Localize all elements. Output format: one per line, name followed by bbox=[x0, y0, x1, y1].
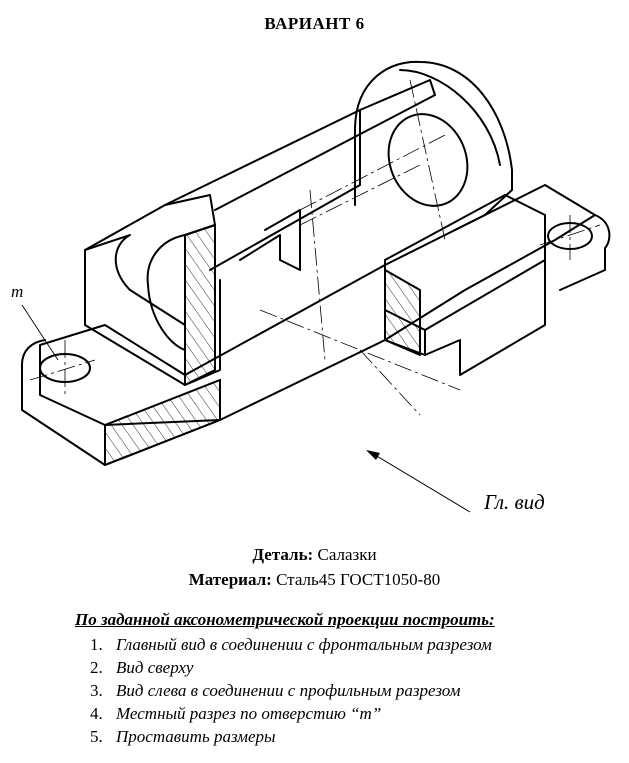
task-steps: 1.Главный вид в соединении с фронтальным… bbox=[90, 633, 492, 748]
list-item: 2.Вид сверху bbox=[90, 658, 194, 677]
part-line: Деталь: Салазки bbox=[0, 545, 629, 565]
main-view-label: Гл. вид bbox=[484, 490, 545, 514]
isometric-drawing bbox=[21, 60, 611, 513]
hole-m-label: m bbox=[11, 282, 24, 301]
front-section-hatch bbox=[104, 379, 221, 466]
material-label: Материал: bbox=[188, 570, 272, 589]
rear-rail bbox=[164, 79, 436, 211]
base-plate-top bbox=[39, 184, 596, 426]
page-title: ВАРИАНТ 6 bbox=[264, 14, 365, 33]
list-item: 4.Местный разрез по отверстию “m” bbox=[90, 704, 382, 723]
task-heading: По заданной аксонометрической проекции п… bbox=[75, 610, 495, 629]
left-block bbox=[84, 234, 186, 386]
left-section-hatch bbox=[184, 224, 216, 386]
right-section-hatch bbox=[384, 269, 421, 356]
list-item: 5.Проставить размеры bbox=[90, 727, 276, 746]
material-value: Сталь45 ГОСТ1050-80 bbox=[276, 570, 441, 589]
ring-bore bbox=[387, 113, 469, 207]
ring-lug bbox=[354, 60, 513, 231]
base-plate-front bbox=[21, 364, 106, 466]
part-label: Деталь: bbox=[252, 545, 314, 564]
list-item: 1.Главный вид в соединении с фронтальным… bbox=[90, 635, 492, 654]
list-item: 3.Вид слева в соединении с профильным ра… bbox=[90, 681, 461, 700]
part-value: Салазки bbox=[317, 545, 377, 564]
material-line: Материал: Сталь45 ГОСТ1050-80 bbox=[0, 570, 629, 590]
